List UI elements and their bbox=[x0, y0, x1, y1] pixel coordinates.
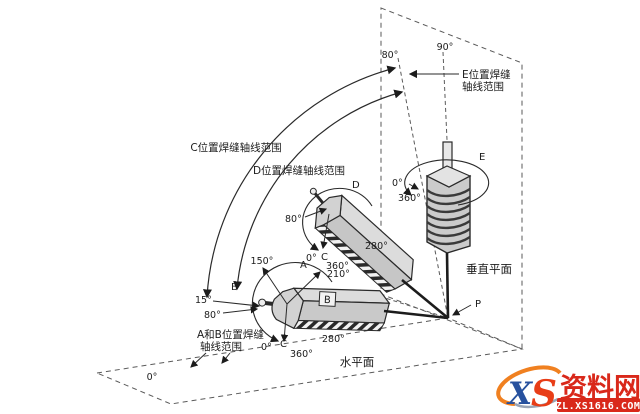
watermark-site-url: ZL.XS1616.COM bbox=[556, 401, 640, 412]
label-d-c: C bbox=[321, 252, 328, 263]
e-rotation-circle bbox=[403, 159, 490, 206]
watermark: X S 资料网 ZL.XS1616.COM bbox=[496, 365, 640, 414]
e-workpiece: E 0° 360° bbox=[392, 141, 490, 254]
watermark-logo-s: S bbox=[531, 373, 557, 414]
label-d-0: 0° bbox=[306, 253, 317, 264]
e-spiral-weld bbox=[426, 187, 471, 246]
label-ab-210: 210° bbox=[327, 269, 350, 280]
label-d-360: 360° bbox=[326, 261, 349, 272]
line-90-degrees bbox=[442, 51, 448, 141]
label-ab-80: 80° bbox=[204, 310, 221, 321]
ab-workpiece: B bbox=[258, 287, 391, 332]
label-ab-c: C bbox=[280, 339, 287, 350]
label-ab-b: B bbox=[231, 282, 238, 293]
label-ab-face-b: B bbox=[324, 295, 332, 306]
d-workpiece bbox=[309, 187, 414, 293]
watermark-swoosh-tail bbox=[514, 397, 559, 409]
d-radial-line bbox=[320, 213, 330, 250]
label-ab-360: 360° bbox=[290, 349, 313, 360]
label-e-0: 0° bbox=[392, 178, 403, 189]
d-incline-leader bbox=[304, 207, 328, 218]
label-ab-280: 280° bbox=[322, 334, 345, 345]
ab-radial-210 bbox=[286, 271, 321, 305]
label-ab-0: 0° bbox=[261, 342, 272, 353]
label-ab-15: 15° bbox=[195, 295, 212, 306]
label-90-top: 90° bbox=[437, 42, 454, 53]
label-ab-range-1: A和B位置焊缝 bbox=[197, 328, 264, 341]
label-ab-150: 150° bbox=[251, 256, 274, 267]
watermark-url-strip bbox=[557, 398, 640, 412]
e-rotation-leader bbox=[408, 182, 419, 190]
ab-range-callout: A和B位置焊缝 轴线范围 bbox=[190, 328, 264, 368]
label-d: D bbox=[352, 180, 360, 191]
label-p: P bbox=[475, 299, 481, 310]
ab-incline-80-leader bbox=[222, 306, 259, 314]
label-80-top: 80° bbox=[382, 50, 399, 61]
label-0-left: 0° bbox=[147, 372, 158, 383]
point-p-callout: P bbox=[452, 299, 481, 316]
label-ab-a: A bbox=[300, 260, 307, 271]
d-rotation-circle bbox=[302, 187, 373, 251]
label-d-range: D位置焊缝轴线范围 bbox=[253, 164, 345, 177]
ab-rotation-group: 150° A 210° B C 0° 360° 280° 15° 80° bbox=[195, 256, 350, 360]
label-d-280: 280° bbox=[365, 241, 388, 252]
d-rotation-group: D 80° 0° C 360° 280° bbox=[285, 180, 388, 272]
watermark-logo-x: X bbox=[506, 376, 534, 412]
label-d-80: 80° bbox=[285, 214, 302, 225]
watermark-swoosh bbox=[496, 365, 562, 406]
label-e-range-2: 轴线范围 bbox=[462, 80, 504, 93]
ab-radial-c bbox=[280, 303, 289, 343]
label-e-range-1: E位置焊缝 bbox=[462, 68, 511, 81]
ab-radial-150 bbox=[262, 267, 288, 305]
label-c-range: C位置焊缝轴线范围 bbox=[190, 141, 281, 154]
axis-lines-to-p bbox=[383, 252, 450, 320]
label-ab-range-2: 轴线范围 bbox=[200, 340, 242, 353]
label-e: E bbox=[479, 152, 485, 163]
ab-rotation-circle bbox=[251, 261, 333, 343]
label-vertical-plane: 垂直平面 bbox=[466, 262, 512, 276]
label-horizontal-plane: 水平面 bbox=[340, 355, 375, 369]
horizontal-plane-outline bbox=[95, 317, 524, 405]
ab-incline-15-leader bbox=[212, 300, 261, 310]
label-e-360: 360° bbox=[398, 193, 421, 204]
line-80-degrees bbox=[397, 57, 449, 319]
d-range-arc bbox=[233, 89, 404, 291]
